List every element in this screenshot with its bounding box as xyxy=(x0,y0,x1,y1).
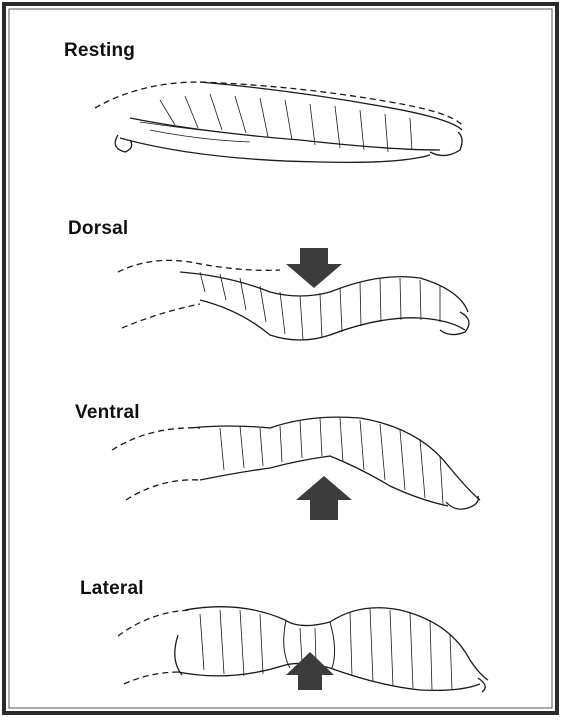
inner-border xyxy=(9,9,552,708)
dorsal-label: Dorsal xyxy=(68,218,128,240)
lateral-label: Lateral xyxy=(80,578,144,600)
dorsal-organ xyxy=(118,260,469,340)
lateral-arrow xyxy=(286,652,334,690)
ventral-label: Ventral xyxy=(75,402,140,424)
ventral-arrow xyxy=(296,476,352,520)
resting-label: Resting xyxy=(64,40,135,62)
outer-border xyxy=(4,4,557,713)
dorsal-arrow xyxy=(286,248,342,288)
resting-organ xyxy=(95,82,462,162)
ventral-organ xyxy=(112,417,480,509)
